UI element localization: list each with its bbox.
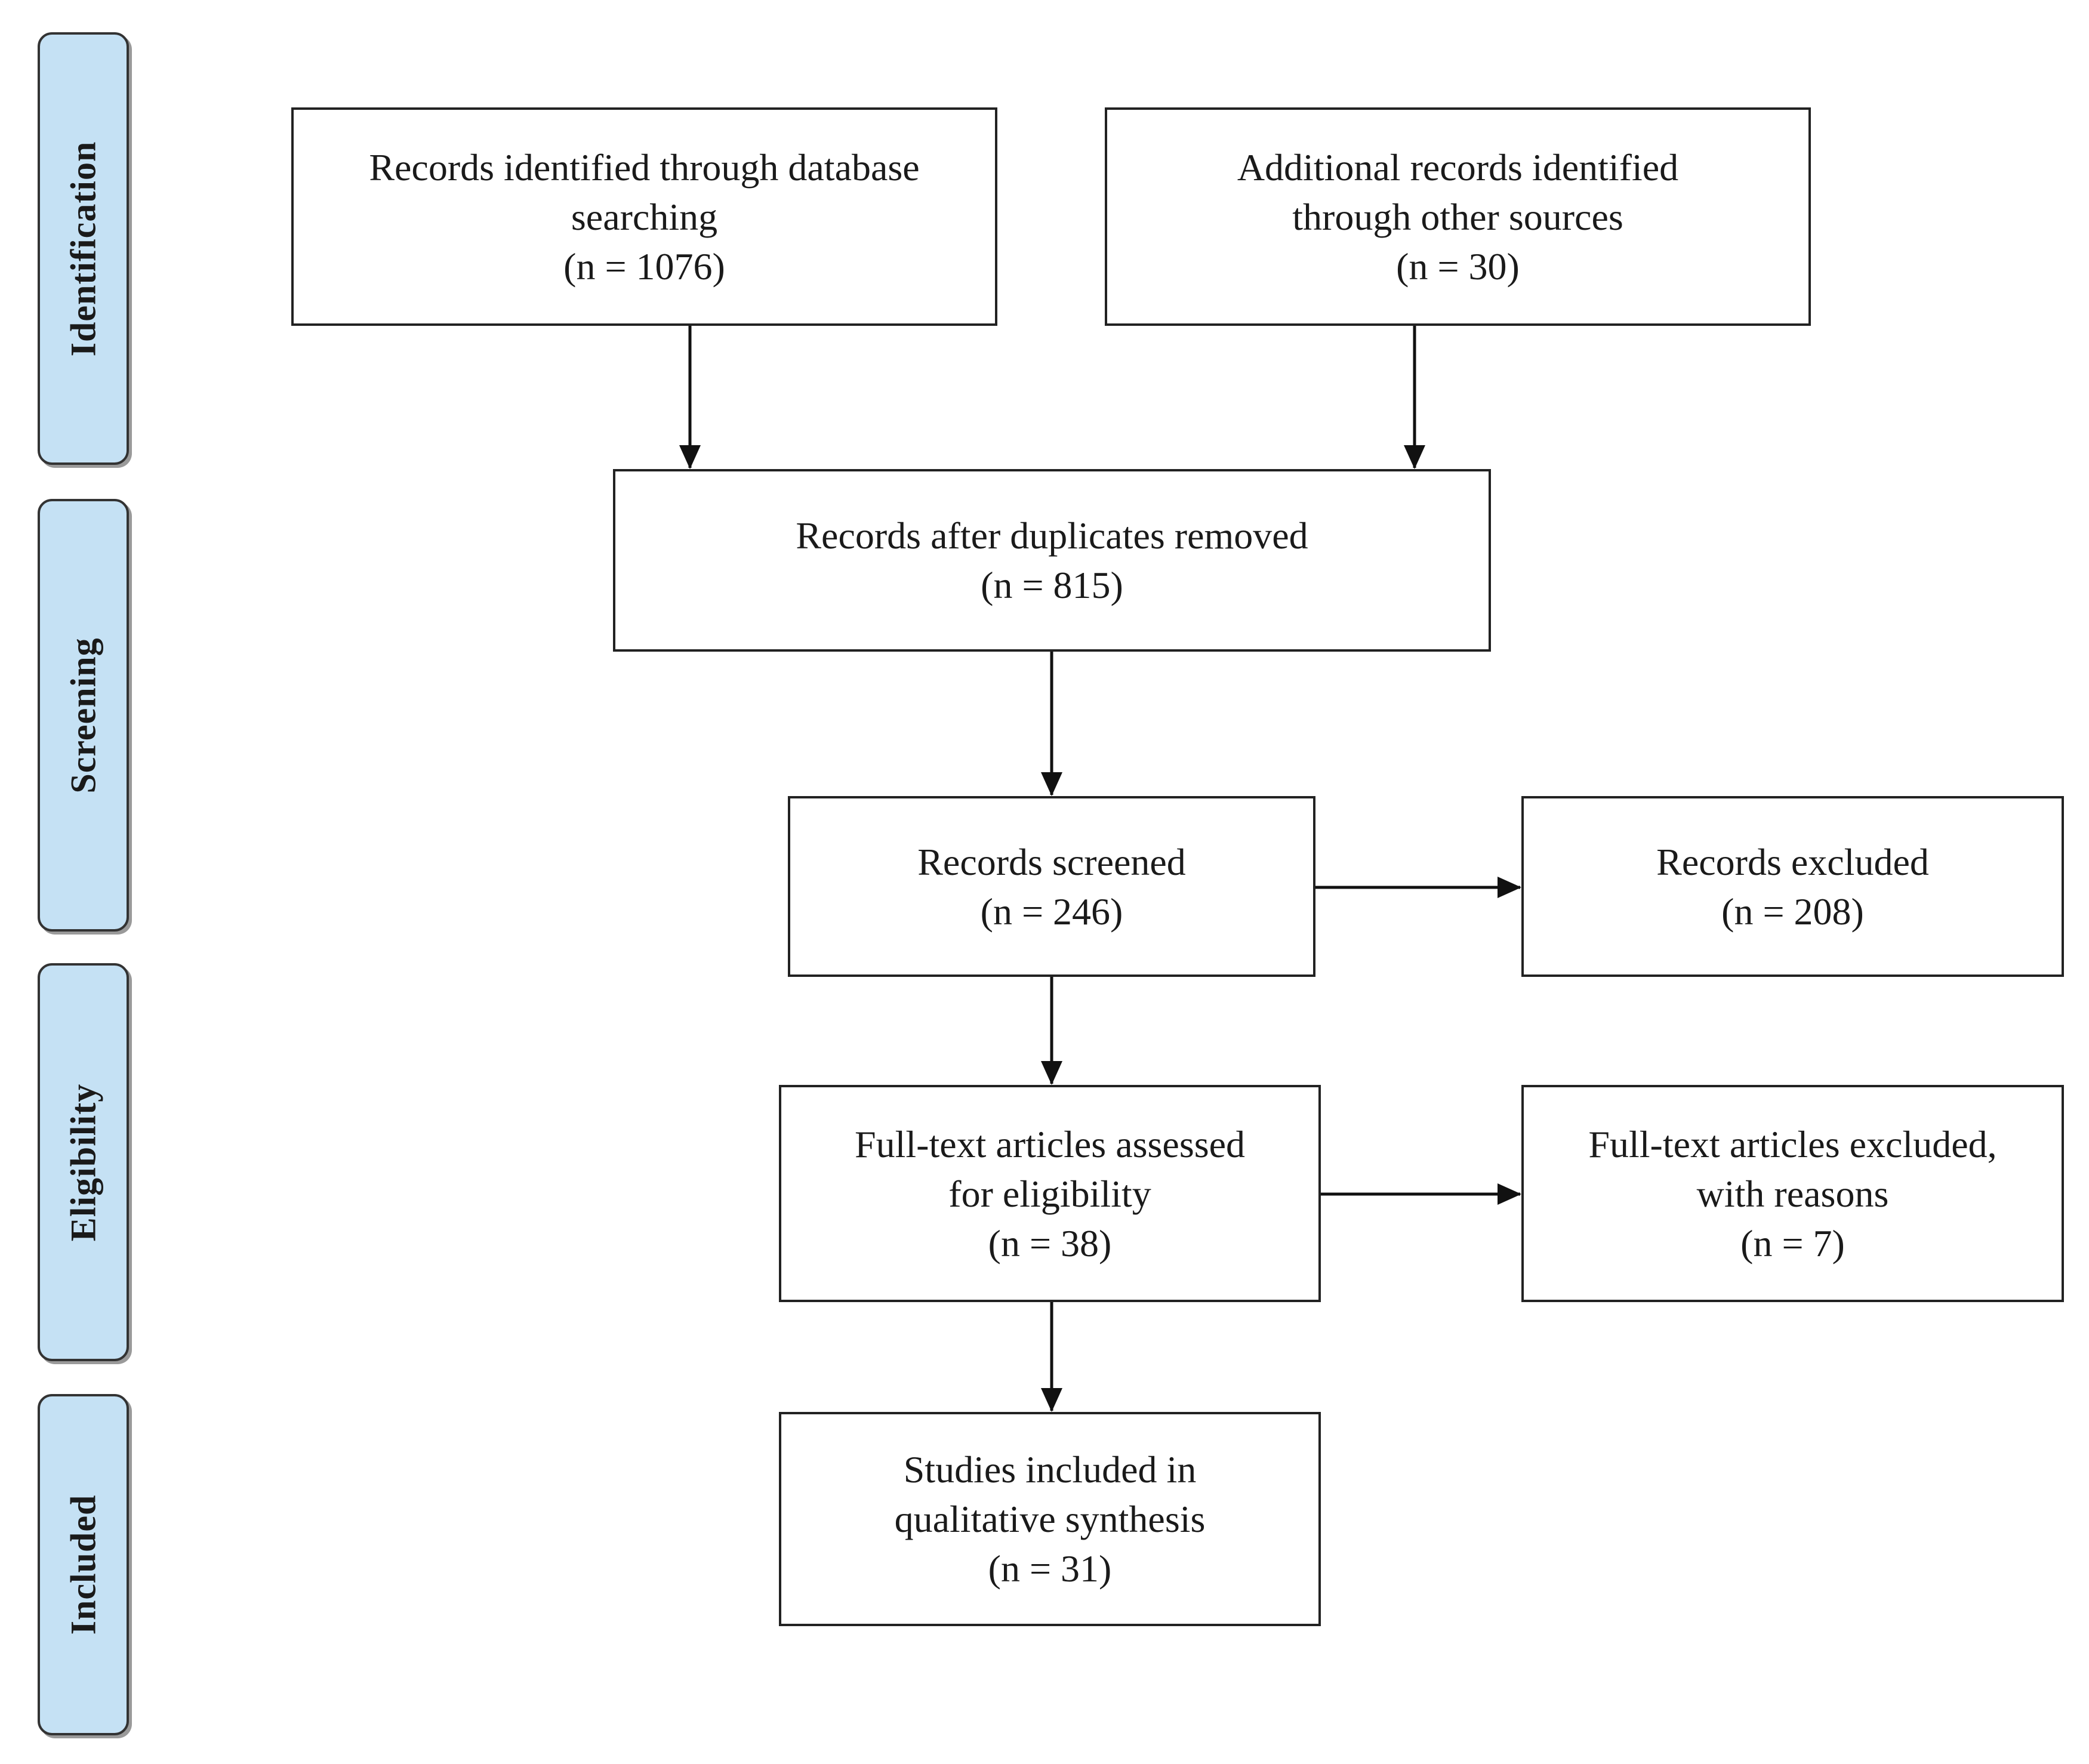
box-duplicates-line1: Records after duplicates removed [796,514,1308,557]
box-other-line2: through other sources [1292,195,1623,238]
box-other-line1: Additional records identified [1237,146,1679,189]
box-records-screened: Records screened (n = 246) [788,796,1315,977]
box-database-line1: Records identified through database [369,146,920,189]
phase-included: Included [38,1394,129,1735]
box-fulltext-excluded-count: (n = 7) [1740,1222,1845,1265]
box-screened-line1: Records screened [917,840,1186,883]
box-records-excluded: Records excluded (n = 208) [1521,796,2064,977]
box-database-line2: searching [571,195,718,238]
phase-screening: Screening [38,499,129,932]
box-excluded-count: (n = 208) [1721,890,1864,933]
box-excluded-line1: Records excluded [1656,840,1929,883]
box-included-count: (n = 31) [988,1547,1112,1590]
box-duplicates-removed: Records after duplicates removed (n = 81… [613,469,1491,652]
box-included-line2: qualitative synthesis [894,1498,1206,1540]
box-database-count: (n = 1076) [563,245,725,288]
box-studies-included: Studies included in qualitative synthesi… [779,1412,1321,1626]
phase-identification: Identification [38,32,129,465]
box-screened-count: (n = 246) [980,890,1123,933]
phase-eligibility: Eligibility [38,963,129,1361]
box-duplicates-count: (n = 815) [981,564,1123,606]
box-fulltext-excluded: Full-text articles excluded, with reason… [1521,1085,2064,1302]
box-included-line1: Studies included in [903,1448,1197,1491]
box-fulltext-assessed-count: (n = 38) [988,1222,1112,1265]
box-fulltext-excluded-line1: Full-text articles excluded, [1588,1122,1997,1165]
box-fulltext-assessed-line1: Full-text articles assessed [854,1122,1246,1165]
box-fulltext-excluded-line2: with reasons [1696,1172,1889,1215]
box-other-sources: Additional records identified through ot… [1105,107,1811,326]
box-other-count: (n = 30) [1396,245,1520,288]
box-database-records: Records identified through database sear… [291,107,997,326]
box-fulltext-assessed-line2: for eligibility [948,1172,1151,1215]
box-fulltext-assessed: Full-text articles assessed for eligibil… [779,1085,1321,1302]
